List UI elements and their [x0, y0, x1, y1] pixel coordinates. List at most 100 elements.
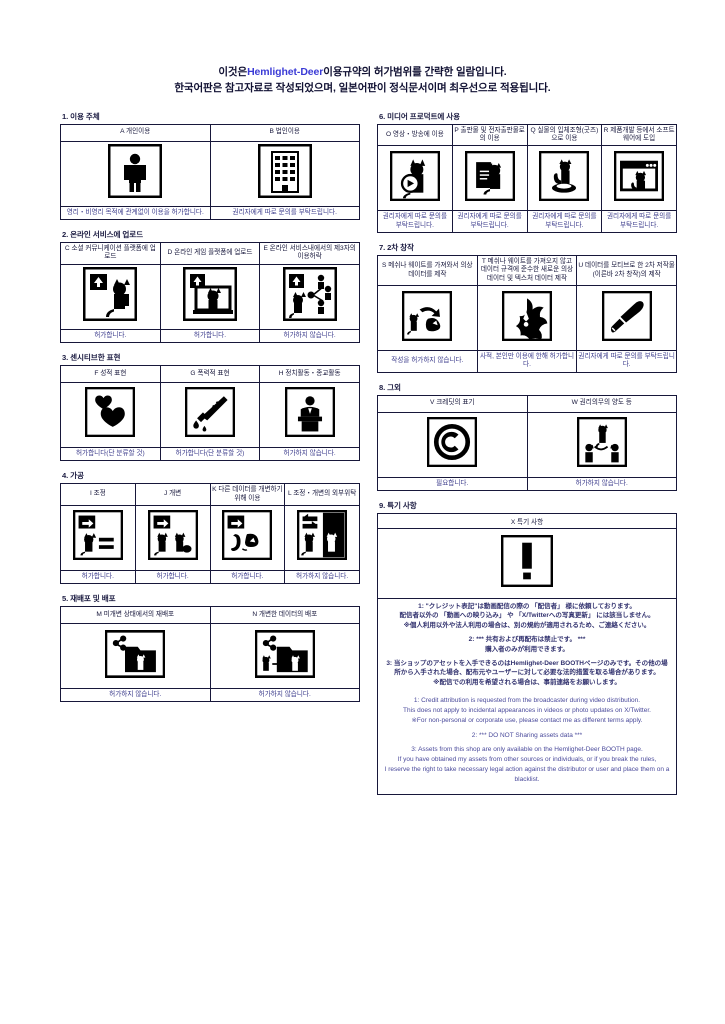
- section-9-table: X 특기 사항 1: "クレジット表記"は動画配信の際の 「配信者」 様に依頼し…: [377, 512, 677, 796]
- cell-icon-f: [60, 381, 161, 448]
- podium-speaker-icon: [284, 387, 335, 438]
- cell-head-x: X 특기 사항: [377, 512, 677, 529]
- note-ja-1: 1: "クレジット表記"は動画配信の際の 「配信者」 様に依頼しております。 配…: [399, 602, 655, 629]
- header-row: C 소셜 커뮤니케이션 플랫폼에 업로드 D 온라인 게임 플랫폼에 업로드 E…: [60, 241, 360, 265]
- play-cat-icon: [389, 150, 440, 201]
- new-costume-icon: [501, 290, 552, 341]
- section-2: 2. 온라인 서비스에 업로드 C 소셜 커뮤니케이션 플랫폼에 업로드 D 온…: [60, 229, 360, 343]
- cell-verdict-t: 사적, 본인만 이용에 한해 허가합니다.: [476, 350, 578, 373]
- cell-verdict-e: 허가하지 않습니다.: [259, 328, 360, 343]
- icon-row: [60, 623, 360, 690]
- section-5-table: M 미개변 상태에서의 재배포 N 개변한 데이터의 배포: [60, 606, 360, 703]
- cell-verdict-w: 허가하지 않습니다.: [526, 476, 677, 491]
- icon-row: [60, 381, 360, 448]
- icon-row: [60, 140, 360, 207]
- section-7-title: 7. 2차 창작: [379, 242, 414, 252]
- cell-icon-w: [526, 411, 677, 478]
- cell-icon-v: [377, 411, 528, 478]
- cell-icon-d: [159, 263, 261, 330]
- verdict-row: 권리자에게 따로 문의를 부탁드립니다. 권리자에게 따로 문의를 부탁드립니다…: [377, 210, 677, 233]
- cell-icon-j: [134, 504, 211, 571]
- cell-icon-s: [377, 285, 478, 352]
- section-6-title: 6. 미디어 프로덕트에 사용: [379, 111, 461, 121]
- section-2-title: 2. 온라인 서비스에 업로드: [62, 229, 144, 239]
- section-1-title: 1. 이용 주체: [62, 111, 100, 121]
- header-row: S 메쉬나 웨이트를 가져와서 의상 데이터를 제작 T 메쉬나 웨이트를 가져…: [377, 254, 677, 287]
- cell-verdict-b: 권리자에게 따로 문의를 부탁드립니다.: [209, 205, 360, 220]
- cell-verdict-f: 허가합니다(단 분류할 것): [60, 446, 161, 462]
- cell-head-p: P 출판물 및 전자출판물로의 이용: [451, 123, 528, 147]
- knife-blood-icon: [184, 387, 235, 438]
- upload-monitor-cat-icon: [182, 267, 237, 322]
- cell-verdict-d: 허가합니다.: [159, 328, 261, 343]
- header-row: F 성적 표현 G 폭력적 표현 H 정치활동・종교활동: [60, 364, 360, 383]
- cell-head-a: A 개인이용: [60, 123, 211, 142]
- verdict-row: 필요합니다. 허가하지 않습니다.: [377, 476, 677, 491]
- cell-head-t: T 메쉬나 웨이트를 가져오지 않고 데이터 규격에 준수한 새로운 의상 데이…: [476, 254, 578, 287]
- cell-verdict-k: 허가합니다.: [209, 569, 286, 585]
- cell-head-r: R 제품개발 등에서 소프트웨어에 도입: [601, 123, 677, 147]
- section-2-table: C 소셜 커뮤니케이션 플랫폼에 업로드 D 온라인 게임 플랫폼에 업로드 E…: [60, 241, 360, 343]
- title-line-1: 이것은Hemlighet-Deer이용규약의 허가범위를 간략한 일람입니다.: [0, 64, 725, 80]
- verdict-row: 영리・비영리 목적에 관계없이 이용을 허가합니다. 권리자에게 따로 문의를 …: [60, 205, 360, 220]
- notes-row: 1: "クレジット表記"は動画配信の際の 「配信者」 様に依頼しております。 配…: [377, 597, 677, 796]
- cell-icon-t: [476, 285, 578, 352]
- cell-head-e: E 온라인 서비스내에서의 제3자의 이용허락: [259, 241, 360, 265]
- section-8-table: V 크레딧의 표기 W 권리의무의 양도 등: [377, 394, 677, 491]
- header-row: I 조정 J 개변 K 다른 데이터를 개변하기 위해 이용 L 조정・개변의 …: [60, 483, 360, 506]
- arrow-two-cats-icon: [147, 510, 198, 561]
- cell-verdict-q: 권리자에게 따로 문의를 부탁드립니다.: [526, 210, 603, 233]
- section-4-table: I 조정 J 개변 K 다른 데이터를 개변하기 위해 이용 L 조정・개변의 …: [60, 483, 360, 585]
- cell-verdict-r: 권리자에게 따로 문의를 부탁드립니다.: [601, 210, 677, 233]
- section-5-title: 5. 재배포 및 배포: [62, 594, 116, 604]
- note-ja-2: 2: *** 共有および再配布は禁止です。 *** 購入者のみが利用できます。: [468, 636, 586, 653]
- header-row: X 특기 사항: [377, 512, 677, 529]
- section-3-table: F 성적 표현 G 폭력적 표현 H 정치활동・종교활동: [60, 364, 360, 462]
- cell-icon-h: [259, 381, 360, 448]
- header-row: V 크레딧의 표기 W 권리의무의 양도 등: [377, 394, 677, 413]
- cell-icon-n: [209, 623, 360, 690]
- share-folder-cat-icon: [105, 629, 166, 678]
- section-3-title: 3. 센시티브한 표현: [62, 352, 121, 362]
- note-en-2: 2: *** DO NOT Sharing assets data ***: [471, 731, 583, 739]
- section-8: 8. 그외 V 크레딧의 표기 W 권리의무의 양도 등: [377, 382, 677, 491]
- cell-icon-e: [259, 263, 360, 330]
- figurine-cat-icon: [539, 150, 590, 201]
- transfer-cat-icon: [576, 417, 627, 468]
- cell-verdict-m: 허가하지 않습니다.: [60, 688, 211, 703]
- document-title: 이것은Hemlighet-Deer이용규약의 허가범위를 간략한 일람입니다. …: [0, 0, 725, 97]
- header-row: O 영상・방송에 이용 P 출판물 및 전자출판물로의 이용 Q 실물의 입체조…: [377, 123, 677, 147]
- cell-icon-u: [576, 285, 677, 352]
- cell-icon-i: [60, 504, 136, 571]
- section-7: 7. 2차 창작 S 메쉬나 웨이트를 가져와서 의상 데이터를 제작 T 메쉬…: [377, 242, 677, 373]
- cell-icon-c: [60, 263, 161, 330]
- cell-head-j: J 개변: [134, 483, 211, 506]
- cell-verdict-i: 허가합니다.: [60, 569, 136, 585]
- icon-row: [377, 411, 677, 478]
- copyright-icon: [427, 417, 478, 468]
- verdict-row: 허가합니다(단 분류할 것) 허가합니다(단 분류할 것) 허가하지 않습니다.: [60, 446, 360, 462]
- header-row: A 개인이용 B 법인이용: [60, 123, 360, 142]
- cell-head-i: I 조정: [60, 483, 136, 506]
- cell-verdict-v: 필요합니다.: [377, 476, 528, 491]
- cell-head-f: F 성적 표현: [60, 364, 161, 383]
- cell-icon-p: [451, 145, 528, 212]
- icon-row: [377, 527, 677, 599]
- section-1: 1. 이용 주체 A 개인이용 B 법인이용: [60, 111, 360, 220]
- icon-row: [60, 504, 360, 571]
- cell-verdict-l: 허가하지 않습니다.: [284, 569, 360, 585]
- share-folder-two-cats-icon: [254, 629, 315, 678]
- cell-icon-g: [159, 381, 261, 448]
- building-icon: [257, 144, 312, 199]
- cell-head-c: C 소셜 커뮤니케이션 플랫폼에 업로드: [60, 241, 161, 265]
- exclamation-icon: [501, 534, 553, 587]
- cell-head-m: M 미개변 상태에서의 재배포: [60, 606, 211, 625]
- cell-head-d: D 온라인 게임 플랫폼에 업로드: [159, 241, 261, 265]
- section-5: 5. 재배포 및 배포 M 미개변 상태에서의 재배포 N 개변한 데이터의 배…: [60, 593, 360, 703]
- cat-mesh-copy-icon: [402, 290, 453, 341]
- verdict-row: 허가합니다. 허가합니다. 허가하지 않습니다.: [60, 328, 360, 343]
- cell-verdict-a: 영리・비영리 목적에 관계없이 이용을 허가합니다.: [60, 205, 211, 220]
- title-suffix: 이용규약의 허가범위를 간략한 일람입니다.: [323, 66, 507, 78]
- header-row: M 미개변 상태에서의 재배포 N 개변한 데이터의 배포: [60, 606, 360, 625]
- note-en-1: 1: Credit attribution is requested from …: [403, 697, 651, 724]
